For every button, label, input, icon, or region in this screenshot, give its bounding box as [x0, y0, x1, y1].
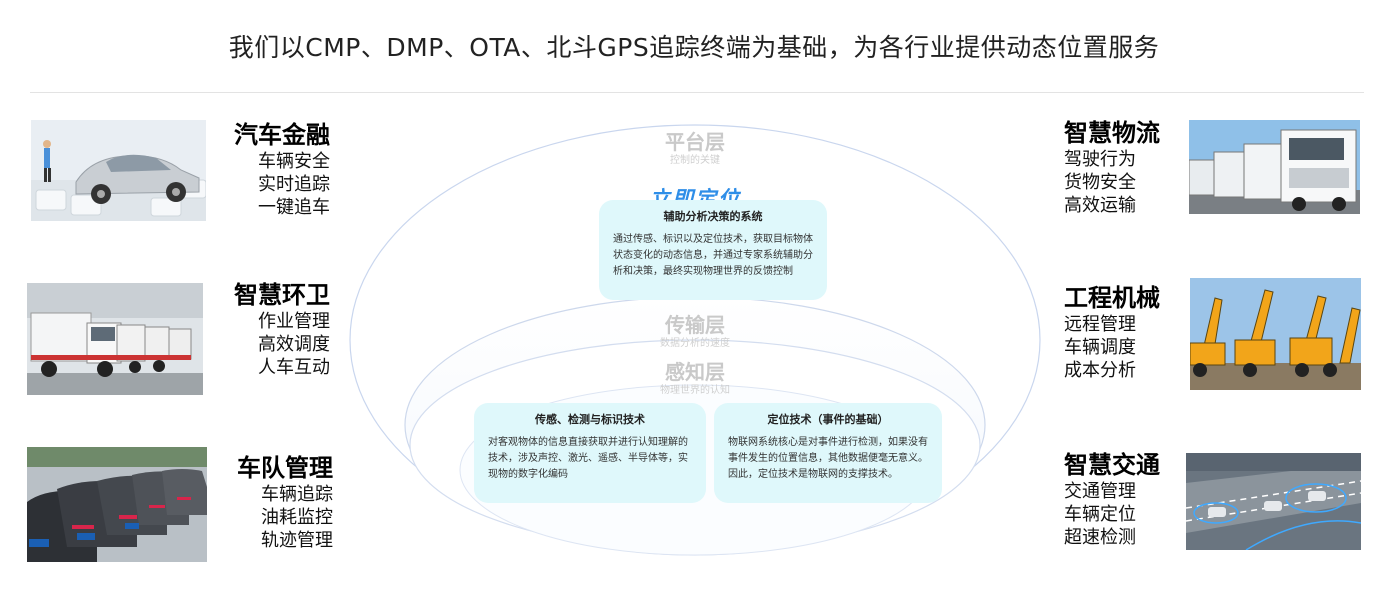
transport-layer-label: 传输层 数据分析的速度 — [595, 313, 795, 350]
card-body: 通过传感、标识以及定位技术，获取目标物体状态变化的动态信息，并通过专家系统辅助分… — [613, 234, 813, 277]
industry-feature: 高效运输 — [1064, 195, 1136, 216]
layer-subtitle: 物理世界的认知 — [660, 385, 730, 396]
industry-title: 智慧交通 — [1064, 451, 1160, 479]
industry-feature: 远程管理 — [1064, 314, 1136, 335]
card-body: 物联网系统核心是对事件进行检测，如果没有事件发生的位置信息，其他数据便毫无意义。… — [728, 437, 928, 480]
logistics-trucks-photo — [1189, 120, 1360, 214]
sensing-technology-card: 传感、检测与标识技术 对客观物体的信息直接获取并进行认知理解的技术，涉及声控、激… — [474, 403, 706, 503]
perception-layer-label: 感知层 物理世界的认知 — [595, 360, 795, 397]
industry-smart-logistics: 智慧物流 驾驶行为 货物安全 高效运输 — [1064, 118, 1184, 217]
platform-layer-label: 平台层 控制的关键 — [595, 130, 795, 167]
card-title: 定位技术（事件的基础） — [767, 413, 889, 426]
layer-subtitle: 控制的关键 — [670, 155, 720, 166]
industry-feature: 超速检测 — [1064, 527, 1136, 548]
decision-system-card: 辅助分析决策的系统 通过传感、标识以及定位技术，获取目标物体状态变化的动态信息，… — [599, 200, 827, 300]
card-title: 传感、检测与标识技术 — [535, 413, 645, 426]
layer-name: 传输层 — [665, 313, 725, 337]
industry-feature: 驾驶行为 — [1064, 149, 1136, 170]
iot-layer-diagram: 平台层 控制的关键 立即定位 辅助分析决策的系统 通过传感、标识以及定位技术，获… — [340, 115, 1050, 565]
industry-title: 智慧物流 — [1064, 119, 1160, 147]
layer-subtitle: 数据分析的速度 — [660, 338, 730, 349]
industry-fleet-management: 车队管理 车辆追踪 油耗监控 轨迹管理 — [200, 453, 333, 552]
industry-title: 智慧环卫 — [234, 281, 330, 309]
industry-feature: 车辆安全 — [258, 151, 330, 172]
fleet-cars-photo — [27, 447, 207, 562]
sanitation-trucks-photo — [27, 283, 203, 395]
positioning-technology-card: 定位技术（事件的基础） 物联网系统核心是对事件进行检测，如果没有事件发生的位置信… — [714, 403, 942, 503]
industry-feature: 高效调度 — [258, 334, 330, 355]
industry-title: 汽车金融 — [234, 121, 330, 149]
card-title: 辅助分析决策的系统 — [663, 210, 763, 223]
industry-feature: 成本分析 — [1064, 360, 1136, 381]
smart-traffic-photo — [1186, 453, 1361, 550]
industry-construction-machinery: 工程机械 远程管理 车辆调度 成本分析 — [1064, 283, 1184, 382]
industry-feature: 人车互动 — [258, 357, 330, 378]
industry-auto-finance: 汽车金融 车辆安全 实时追踪 一键追车 — [200, 120, 330, 219]
industry-feature: 油耗监控 — [261, 507, 333, 528]
industry-feature: 车辆定位 — [1064, 504, 1136, 525]
industry-feature: 交通管理 — [1064, 481, 1136, 502]
excavators-photo — [1190, 278, 1361, 390]
car-finance-photo — [31, 120, 206, 221]
page-headline: 我们以CMP、DMP、OTA、北斗GPS追踪终端为基础，为各行业提供动态位置服务 — [228, 33, 1160, 62]
industry-feature: 车辆追踪 — [261, 484, 333, 505]
industry-feature: 车辆调度 — [1064, 337, 1136, 358]
industry-feature: 作业管理 — [258, 311, 330, 332]
industry-feature: 轨迹管理 — [261, 530, 333, 551]
card-body: 对客观物体的信息直接获取并进行认知理解的技术，涉及声控、激光、遥感、半导体等，实… — [488, 437, 688, 480]
industry-feature: 一键追车 — [258, 197, 330, 218]
industry-smart-traffic: 智慧交通 交通管理 车辆定位 超速检测 — [1064, 450, 1184, 549]
layer-name: 平台层 — [665, 130, 725, 154]
industry-smart-sanitation: 智慧环卫 作业管理 高效调度 人车互动 — [200, 280, 330, 379]
layer-name: 感知层 — [665, 360, 725, 384]
industry-title: 车队管理 — [237, 454, 333, 482]
industry-feature: 实时追踪 — [258, 174, 330, 195]
header-divider — [30, 92, 1364, 93]
industry-feature: 货物安全 — [1064, 172, 1136, 193]
industry-title: 工程机械 — [1064, 284, 1160, 312]
